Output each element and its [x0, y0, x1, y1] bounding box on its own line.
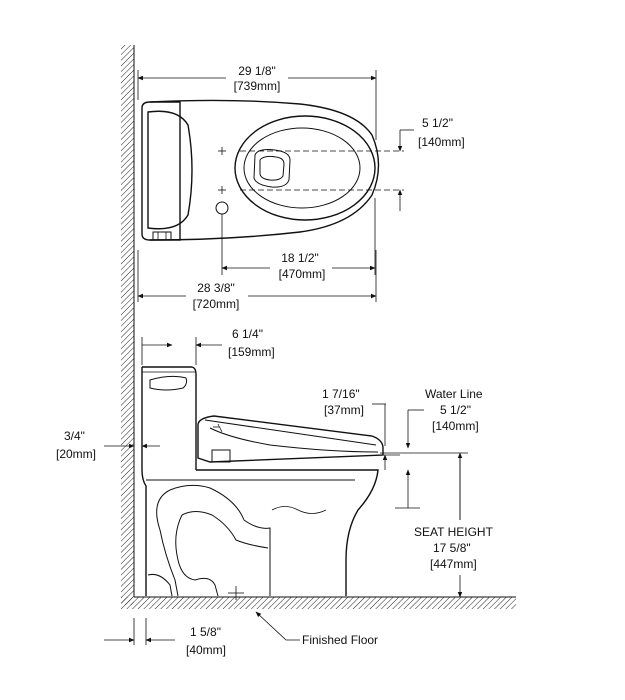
- base-length-mm-label: [720mm]: [193, 297, 240, 311]
- water-line-title: Water Line: [425, 387, 483, 401]
- rough-in-label: 1 5/8": [190, 625, 221, 639]
- dim-rough-in: 1 5/8" [40mm]: [104, 618, 226, 657]
- bolt-cross-icon-upper: [218, 147, 226, 155]
- wall: [121, 45, 135, 605]
- dim-water-line: Water Line 5 1/2" [140mm]: [395, 387, 483, 509]
- dim-wall-gap: 3/4" [20mm]: [56, 429, 160, 461]
- overall-length-mm-label: [739mm]: [234, 79, 281, 93]
- finished-floor: [121, 596, 516, 609]
- seat-height-label: 17 5/8": [433, 541, 471, 555]
- bowl-offset-label: 5 1/2": [422, 116, 453, 130]
- dim-overall-length: 29 1/8" [739mm]: [137, 62, 377, 140]
- dim-seat-thickness: 1 7/16" [37mm]: [322, 387, 400, 470]
- water-line-label: 5 1/2": [440, 403, 471, 417]
- dim-bowl-length: 18 1/2" [470mm]: [221, 198, 376, 284]
- seat-height-title: SEAT HEIGHT: [414, 525, 494, 539]
- toilet-top-view: [141, 99, 404, 241]
- dim-base-length: 28 3/8" [720mm]: [137, 250, 377, 314]
- finished-floor-callout: Finished Floor: [255, 611, 378, 647]
- rough-in-mm-label: [40mm]: [186, 643, 226, 657]
- bowl-offset-mm-label: [140mm]: [418, 135, 465, 149]
- finished-floor-label: Finished Floor: [302, 633, 378, 647]
- tank-depth-mm-label: [159mm]: [228, 345, 275, 359]
- base-length-label: 28 3/8": [197, 281, 235, 295]
- dim-bowl-offset: 5 1/2" [140mm]: [397, 116, 465, 211]
- wall-gap-mm-label: [20mm]: [56, 447, 96, 461]
- bowl-length-mm-label: [470mm]: [279, 267, 326, 281]
- dim-tank-depth: 6 1/4" [159mm]: [141, 327, 275, 365]
- wall-gap-label: 3/4": [64, 429, 85, 443]
- seat-height-mm-label: [447mm]: [430, 557, 477, 571]
- overall-length-label: 29 1/8": [238, 64, 276, 78]
- water-line-mm-label: [140mm]: [432, 419, 479, 433]
- bolt-cross-icon-lower: [218, 186, 226, 194]
- seat-thickness-mm-label: [37mm]: [324, 403, 364, 417]
- seat-thickness-label: 1 7/16": [322, 387, 360, 401]
- bowl-length-label: 18 1/2": [281, 251, 319, 265]
- tank-depth-label: 6 1/4": [232, 327, 263, 341]
- dim-seat-height: SEAT HEIGHT 17 5/8" [447mm]: [380, 452, 494, 598]
- toilet-side-view: [141, 366, 384, 600]
